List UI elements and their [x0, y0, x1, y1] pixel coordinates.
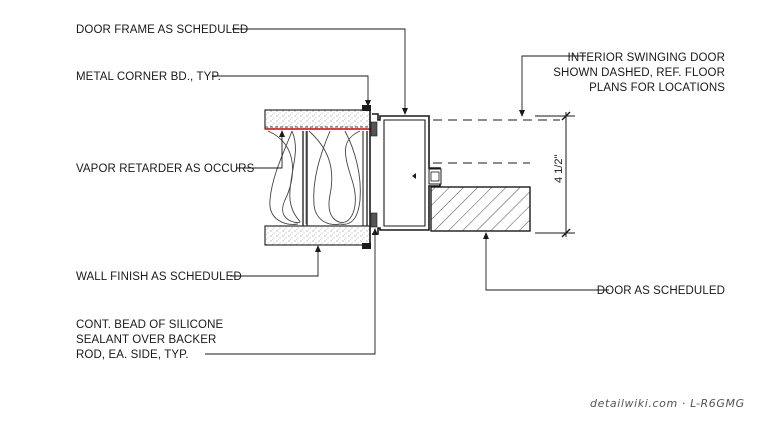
label-sealant-line2: SEALANT OVER BACKER	[76, 334, 216, 346]
label-sealant-line3: ROD, EA. SIDE, TYP.	[76, 349, 189, 361]
wall-finish-top	[264, 109, 371, 130]
label-vapor-retarder: VAPOR RETARDER AS OCCURS	[76, 163, 255, 175]
dimension-text: 4 1/2"	[553, 155, 565, 183]
label-door: DOOR AS SCHEDULED	[597, 285, 725, 297]
interior-door-dashed	[433, 119, 560, 164]
label-interior-door-line3: PLANS FOR LOCATIONS	[589, 82, 725, 94]
leader-arrowheads	[279, 100, 525, 252]
metal-stud	[302, 131, 368, 226]
door-leaf	[430, 186, 531, 232]
label-interior-door-line1: INTERIOR SWINGING DOOR	[568, 52, 725, 64]
label-sealant-line1: CONT. BEAD OF SILICONE	[76, 319, 223, 331]
label-metal-corner-bead: METAL CORNER BD., TYP.	[76, 71, 221, 83]
wall-finish-bottom	[264, 225, 371, 246]
sealant-bead-top	[370, 121, 378, 137]
label-interior-door-line2: SHOWN DASHED, REF. FLOOR	[553, 67, 725, 79]
label-door-frame: DOOR FRAME AS SCHEDULED	[76, 24, 248, 36]
label-wall-finish: WALL FINISH AS SCHEDULED	[76, 271, 242, 283]
leader-lines	[205, 28, 609, 355]
dimension-line	[535, 111, 575, 238]
watermark-text: detailwiki.com · L-R6GMG	[590, 397, 745, 410]
wall-assembly	[264, 105, 378, 249]
sealant-bead-bottom	[370, 212, 378, 228]
metal-corner-bead	[362, 105, 371, 249]
door-frame	[372, 113, 442, 235]
batt-insulation	[267, 130, 361, 225]
